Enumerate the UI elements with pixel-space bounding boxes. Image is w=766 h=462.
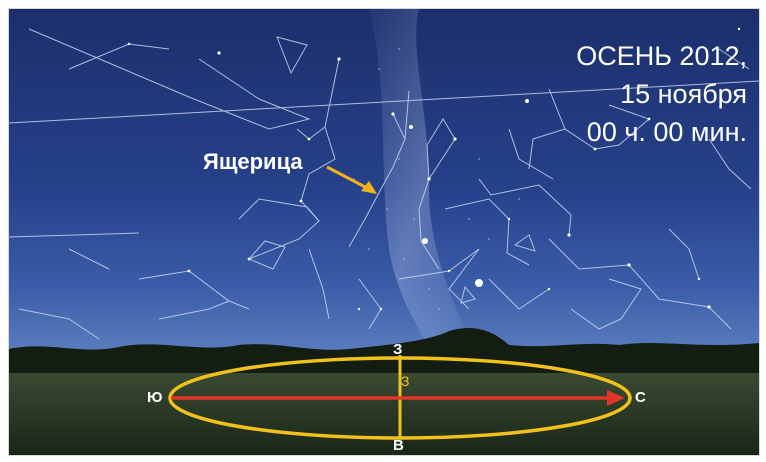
direction-west: З bbox=[393, 341, 403, 358]
label-arrow-icon bbox=[326, 165, 377, 194]
stars bbox=[127, 27, 741, 311]
title-block: ОСЕНЬ 2012, 15 ноября 00 ч. 00 мин. bbox=[576, 37, 747, 151]
star-map bbox=[9, 9, 759, 455]
title-date: 15 ноября bbox=[620, 79, 747, 109]
direction-south: Ю bbox=[147, 389, 163, 406]
south-north-arrow-icon bbox=[171, 390, 625, 406]
direction-west-small: З bbox=[401, 373, 410, 389]
title-time: 00 ч. 00 мин. bbox=[586, 117, 747, 147]
constellation-label-lacerta: Ящерица bbox=[203, 149, 303, 174]
direction-east: В bbox=[393, 437, 404, 454]
title-season: ОСЕНЬ 2012, bbox=[576, 41, 747, 71]
sky-chart: ОСЕНЬ 2012, 15 ноября 00 ч. 00 мин. Ящер… bbox=[8, 8, 760, 456]
milky-way bbox=[369, 9, 479, 369]
direction-north: С bbox=[635, 389, 646, 406]
ground bbox=[9, 327, 759, 455]
